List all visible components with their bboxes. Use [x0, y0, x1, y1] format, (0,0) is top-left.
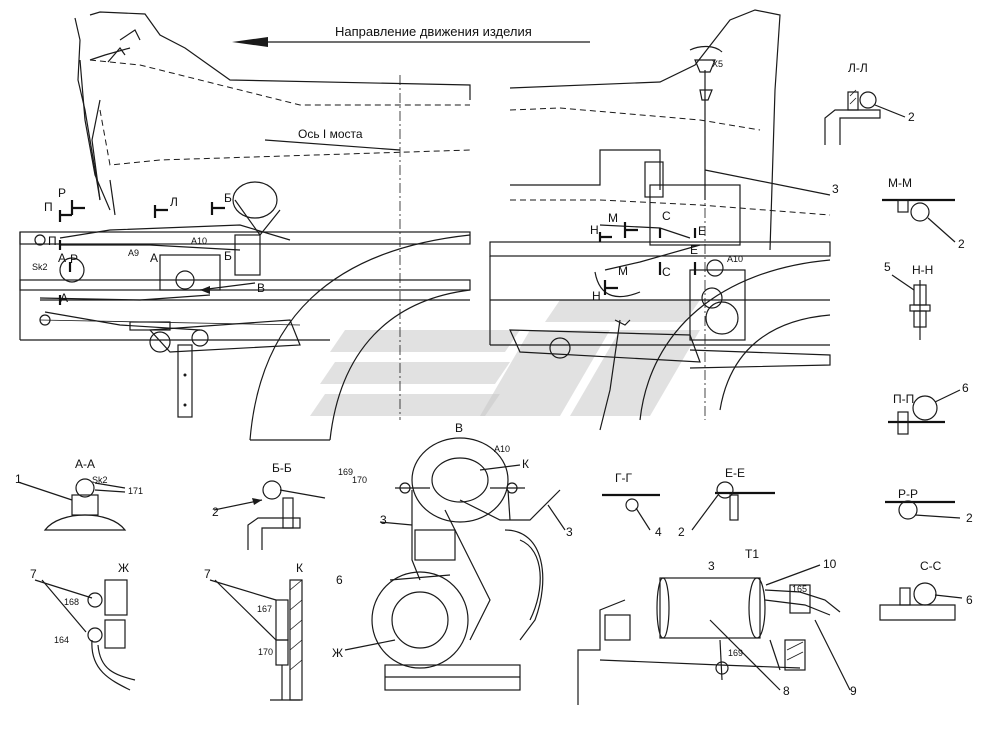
watermark-logo	[310, 300, 700, 416]
section-p-p-title: П-П	[893, 392, 914, 406]
code-a10-left: A10	[191, 236, 207, 246]
marker-a-1: А	[58, 251, 66, 265]
view-k-title: К	[296, 561, 303, 575]
callout-2-ee: 2	[678, 525, 685, 539]
section-b-b-title: Б-Б	[272, 461, 292, 475]
callout-6-center: 6	[336, 573, 343, 587]
direction-title: Направление движения изделия	[335, 24, 532, 39]
code-170: 170	[258, 647, 273, 657]
callout-3-center-right: 3	[566, 525, 573, 539]
code-171: 171	[128, 486, 143, 496]
direction-arrow	[232, 37, 590, 47]
code-a9-left: A9	[128, 248, 139, 258]
callout-6-ss: 6	[966, 593, 973, 607]
marker-a-2: А	[150, 251, 158, 265]
callout-3-center-left: 3	[380, 513, 387, 527]
callout-7-k: 7	[204, 567, 211, 581]
section-l-l	[824, 89, 906, 145]
left-chassis-view	[19, 11, 471, 441]
marker-e-2: Е	[690, 243, 698, 257]
marker-r-1: Р	[58, 186, 66, 200]
t1-label-3: 3	[708, 559, 715, 573]
marker-n-1: Н	[590, 223, 599, 237]
callout-4: 4	[655, 525, 662, 539]
callout-5: 5	[884, 260, 891, 274]
marker-n-2: Н	[592, 289, 601, 303]
marker-m-2: М	[618, 264, 628, 278]
code-164: 164	[54, 635, 69, 645]
callout-10: 10	[823, 557, 837, 571]
section-m-m	[882, 198, 956, 243]
section-a-a	[17, 478, 127, 531]
axis-label: Ось I моста	[298, 127, 363, 141]
code-167: 167	[257, 604, 272, 614]
callout-8: 8	[783, 684, 790, 698]
section-g-g-title: Г-Г	[615, 471, 632, 485]
marker-k-center: К	[522, 457, 529, 471]
callout-9: 9	[850, 684, 857, 698]
t1-view	[577, 564, 851, 705]
callout-3-right: 3	[832, 182, 839, 196]
code-sk2: Sk2	[92, 475, 108, 485]
callout-1: 1	[15, 472, 22, 486]
marker-b-2: Б	[224, 249, 232, 263]
callout-2-rr: 2	[966, 511, 973, 525]
section-e-e-title: Е-Е	[725, 466, 745, 480]
section-l-l-title: Л-Л	[848, 61, 868, 75]
section-n-n	[891, 274, 931, 340]
marker-p-1: П	[44, 200, 53, 214]
marker-a-3: А	[60, 291, 68, 305]
section-n-n-title: Н-Н	[912, 263, 933, 277]
right-chassis-view	[489, 9, 831, 431]
marker-v: В	[257, 281, 265, 295]
code-x5: X5	[712, 59, 723, 69]
section-s-s-title: С-С	[920, 559, 942, 573]
section-r-r	[885, 500, 961, 520]
code-a10-center: A10	[494, 444, 510, 454]
marker-p-2: П	[48, 234, 57, 248]
code-168: 168	[64, 597, 79, 607]
section-s-s	[879, 582, 963, 621]
center-assembly-view	[344, 437, 566, 691]
callout-2-bb: 2	[212, 505, 219, 519]
marker-m-1: М	[608, 211, 618, 225]
marker-v-center: В	[455, 421, 463, 435]
code-165: 165	[792, 584, 807, 594]
callout-7-zh: 7	[30, 567, 37, 581]
code-sk2-left: Sk2	[32, 262, 48, 272]
view-k	[209, 579, 303, 701]
section-g-g	[602, 493, 660, 531]
section-e-e	[691, 481, 775, 531]
marker-l: Л	[170, 195, 178, 209]
callout-2-mm: 2	[958, 237, 965, 251]
marker-s-1: С	[662, 209, 671, 223]
marker-b-1: Б	[224, 191, 232, 205]
view-zh	[34, 579, 136, 691]
code-169-center: 169	[338, 467, 353, 477]
marker-s-2: С	[662, 265, 671, 279]
t1-title: T1	[745, 547, 759, 561]
callout-6-pp: 6	[962, 381, 969, 395]
marker-e-1: Е	[698, 224, 706, 238]
callout-2-ll: 2	[908, 110, 915, 124]
section-r-r-title: Р-Р	[898, 487, 918, 501]
code-169-t1: 169	[728, 648, 743, 658]
section-m-m-title: М-М	[888, 176, 912, 190]
view-zh-title: Ж	[118, 561, 129, 575]
section-a-a-title: А-А	[75, 457, 95, 471]
marker-r-2: Р	[70, 252, 78, 266]
marker-zh-center: Ж	[332, 646, 343, 660]
section-b-b	[213, 480, 326, 550]
code-a10-right: A10	[727, 254, 743, 264]
section-p-p	[888, 389, 961, 435]
code-170-center: 170	[352, 475, 367, 485]
